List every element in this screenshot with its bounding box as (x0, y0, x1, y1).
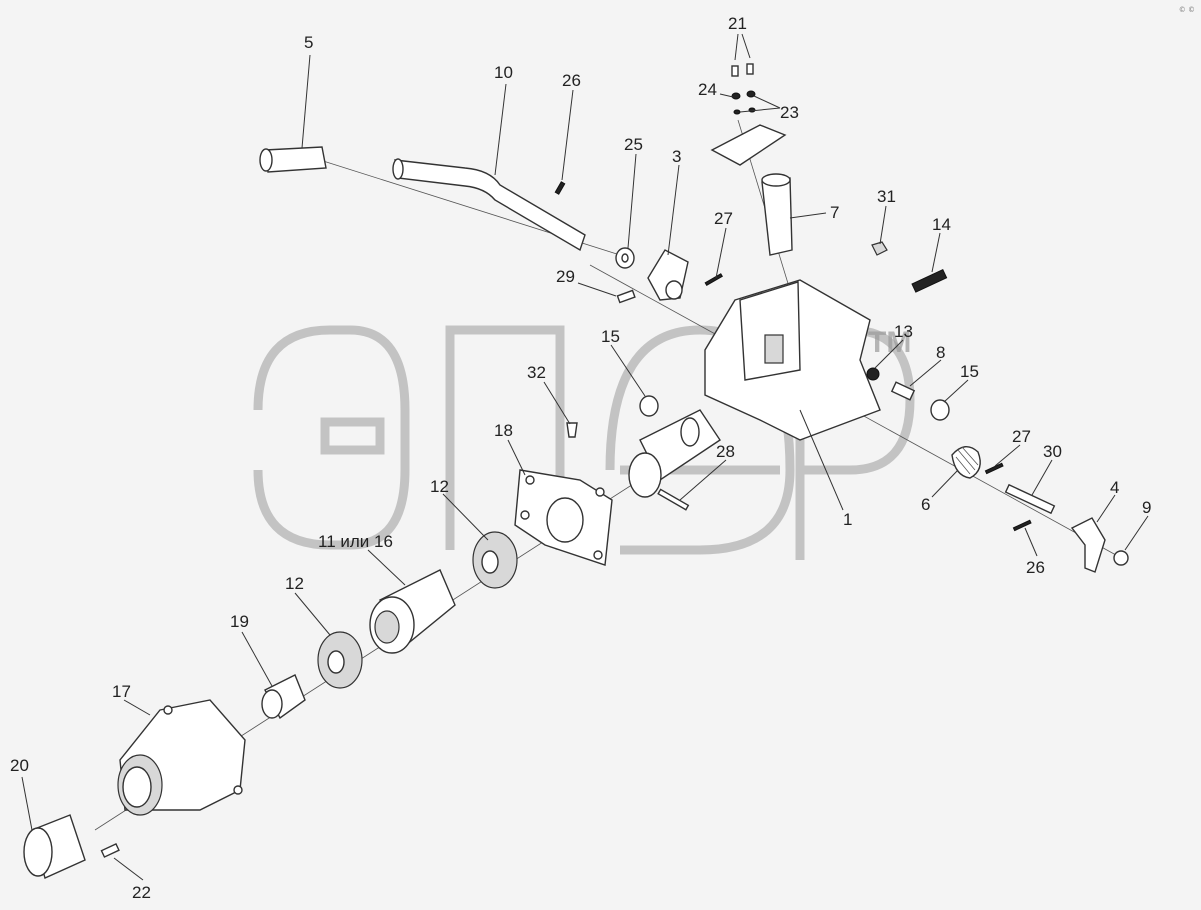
part-11-16-bushing (369, 569, 456, 654)
callout-28: 28 (716, 442, 735, 461)
part-22-bolt (100, 842, 120, 858)
part-4-lever (1070, 517, 1106, 573)
part-18-flange-plate (514, 469, 613, 566)
part-29-pin (616, 289, 636, 304)
part-9-nut (1113, 550, 1129, 566)
part-28-pin (657, 488, 690, 511)
part-31-nut (871, 241, 888, 256)
part-12-washer-b (317, 631, 363, 689)
callout-18: 18 (494, 421, 513, 440)
callout-14: 14 (932, 215, 951, 234)
callout-4: 4 (1110, 478, 1119, 497)
part-25-washer (615, 247, 635, 269)
part-5-grip (259, 146, 327, 173)
callout-25: 25 (624, 135, 643, 154)
part-26-pin (554, 181, 566, 195)
part-30-pin (1004, 483, 1056, 515)
part-14-spring (911, 268, 948, 293)
callout-5: 5 (304, 33, 313, 52)
callout-24: 24 (698, 80, 717, 99)
callout-labels: 5 10 26 25 3 21 24 23 7 27 31 14 29 15 1… (10, 14, 1151, 902)
callout-15: 15 (960, 362, 979, 381)
callout-17: 17 (112, 682, 131, 701)
callout-27: 27 (1012, 427, 1031, 446)
callout-23: 23 (780, 103, 799, 122)
part-17-hub-housing (117, 699, 246, 816)
callout-13: 13 (894, 322, 913, 341)
part-32-fitting (566, 422, 578, 438)
callout-32: 32 (527, 363, 546, 382)
part-26-pin-b (1012, 519, 1032, 532)
part-20-cap (23, 814, 86, 879)
callout-26: 26 (1026, 558, 1045, 577)
callout-21: 21 (728, 14, 747, 33)
callout-9: 9 (1142, 498, 1151, 517)
callout-1: 1 (843, 510, 852, 529)
callout-26: 26 (562, 71, 581, 90)
callout-15: 15 (601, 327, 620, 346)
callout-8: 8 (936, 343, 945, 362)
part-13-nut (866, 367, 880, 381)
part-8-bolt (890, 381, 916, 401)
callout-31: 31 (877, 187, 896, 206)
leader-lines (21, 33, 1149, 881)
callout-22: 22 (132, 883, 151, 902)
part-19-castle-nut (261, 674, 306, 720)
callout-20: 20 (10, 756, 29, 775)
callout-11-or-16: 11 или 16 (318, 532, 393, 551)
part-6-spring (951, 446, 981, 479)
callout-7: 7 (830, 203, 839, 222)
callout-12: 12 (285, 574, 304, 593)
part-10-lever-rod (392, 158, 586, 252)
callout-27: 27 (714, 209, 733, 228)
part-7-shaft (761, 173, 793, 256)
part-15-cap-a (639, 395, 659, 417)
part-27-pin-a (704, 273, 723, 287)
part-27-pin-b (984, 462, 1004, 475)
callout-29: 29 (556, 267, 575, 286)
callout-6: 6 (921, 495, 930, 514)
callout-19: 19 (230, 612, 249, 631)
part-12-washer-a (472, 531, 518, 589)
callout-10: 10 (494, 63, 513, 82)
callout-12: 12 (430, 477, 449, 496)
corner-mark: © © (1178, 6, 1195, 14)
parts-21-23-24-fasteners (710, 63, 787, 166)
part-1-housing (628, 279, 881, 498)
part-15-cap-b (930, 399, 950, 421)
callout-3: 3 (672, 147, 681, 166)
callout-30: 30 (1043, 442, 1062, 461)
part-3-bracket (647, 249, 689, 301)
